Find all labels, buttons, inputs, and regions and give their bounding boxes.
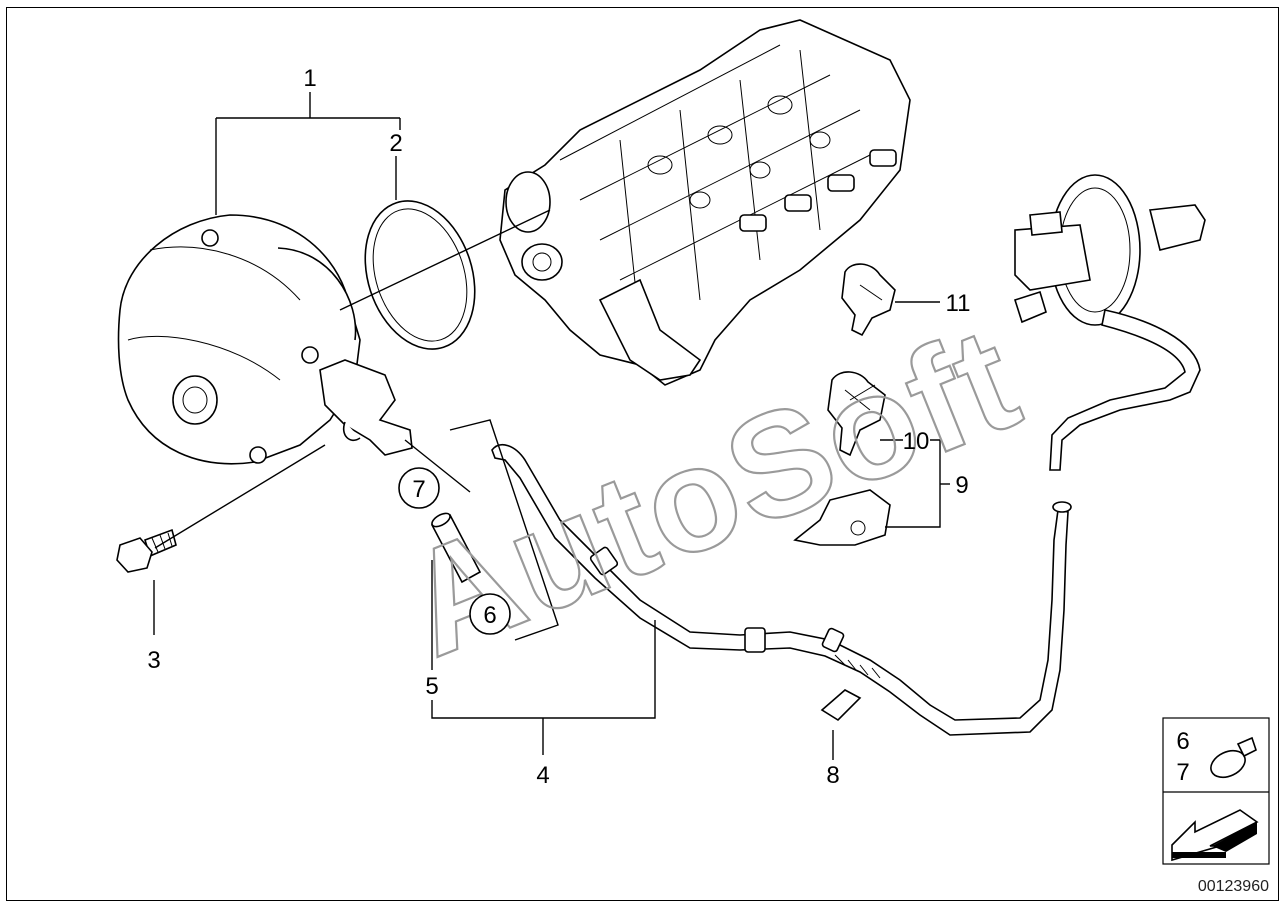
callout-9: 9	[955, 472, 968, 499]
hose-small	[430, 512, 482, 584]
diagram-frame	[6, 7, 1279, 901]
brake-booster	[1013, 174, 1206, 471]
callout-8: 8	[826, 762, 839, 789]
bolt	[116, 528, 177, 573]
callout-6-circle: 6	[469, 593, 511, 635]
hose-clamp-icon	[1210, 736, 1257, 779]
callout-6: 6	[483, 602, 496, 629]
holder-11	[841, 263, 896, 337]
clip	[820, 689, 862, 722]
cylinder-head	[499, 19, 911, 386]
callout-4: 4	[536, 762, 549, 789]
callout-5: 5	[425, 673, 438, 700]
leader-lines	[153, 92, 950, 760]
o-ring	[364, 200, 476, 350]
callout-11: 11	[946, 290, 971, 317]
callout-7: 7	[412, 476, 425, 503]
vacuum-pump	[117, 214, 413, 465]
legend-box: 6 7	[1162, 717, 1270, 865]
arrow-icon	[1171, 809, 1259, 862]
holder-10	[827, 371, 886, 457]
vacuum-line	[491, 444, 1072, 736]
document-number: 00123960	[1197, 878, 1269, 895]
callout-7-circle: 7	[398, 467, 440, 509]
callout-10: 10	[903, 428, 930, 455]
callout-3: 3	[147, 647, 160, 674]
callout-1: 1	[303, 65, 316, 92]
callout-2: 2	[389, 130, 402, 157]
legend-callout-7: 7	[1176, 759, 1189, 786]
legend-callout-6: 6	[1176, 728, 1189, 755]
bracket	[793, 489, 891, 546]
